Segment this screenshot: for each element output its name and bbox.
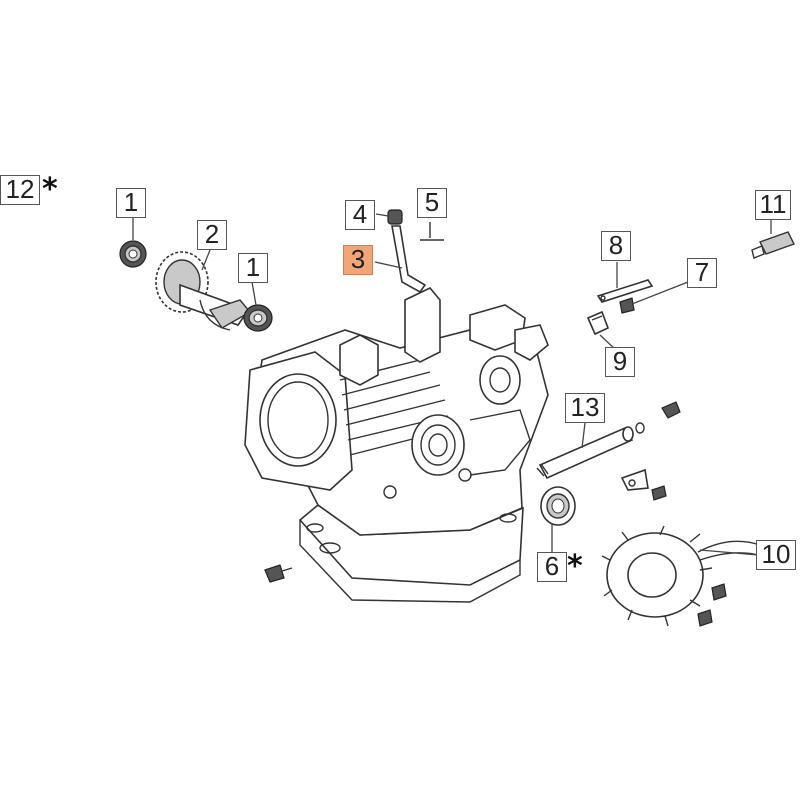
governor-arm-part[interactable] [596, 279, 654, 303]
base-bolt-part[interactable] [264, 564, 293, 583]
callout-8[interactable]: 8 [601, 231, 631, 261]
callout-6-star: * [567, 549, 583, 584]
callout-1-left[interactable]: 1 [116, 188, 146, 218]
dipstick-tube-part[interactable] [391, 225, 427, 294]
callout-5[interactable]: 5 [417, 188, 447, 218]
callout-6[interactable]: 6 [537, 552, 567, 582]
shaft-part[interactable] [536, 426, 634, 480]
crankshaft-part[interactable] [155, 251, 252, 331]
crankcase-part[interactable] [244, 287, 549, 603]
callout-9[interactable]: 9 [605, 347, 635, 377]
callout-7[interactable]: 7 [687, 258, 717, 288]
callout-10[interactable]: 10 [756, 540, 796, 570]
bearing-left-part[interactable] [119, 240, 147, 268]
pin-part[interactable] [420, 222, 444, 241]
governor-bolt-part[interactable] [619, 281, 689, 314]
callout-1-right[interactable]: 1 [238, 253, 268, 283]
clip-part[interactable] [586, 310, 610, 336]
bearing-right-part[interactable] [243, 304, 273, 332]
stator-bolts-part[interactable] [697, 583, 727, 627]
callout-13[interactable]: 13 [565, 393, 605, 423]
oil-seal-part[interactable] [540, 486, 576, 526]
callout-2[interactable]: 2 [197, 220, 227, 250]
stator-part[interactable] [601, 525, 763, 627]
callout-4[interactable]: 4 [345, 200, 375, 230]
callout-12-star: * [42, 172, 58, 207]
oil-cap-part[interactable] [387, 209, 403, 225]
callout-3-highlighted[interactable]: 3 [343, 245, 373, 275]
small-bolts-part[interactable] [620, 401, 681, 501]
callout-11[interactable]: 11 [755, 190, 791, 220]
plug-part[interactable] [751, 231, 795, 259]
callout-12[interactable]: 12 [0, 175, 40, 205]
